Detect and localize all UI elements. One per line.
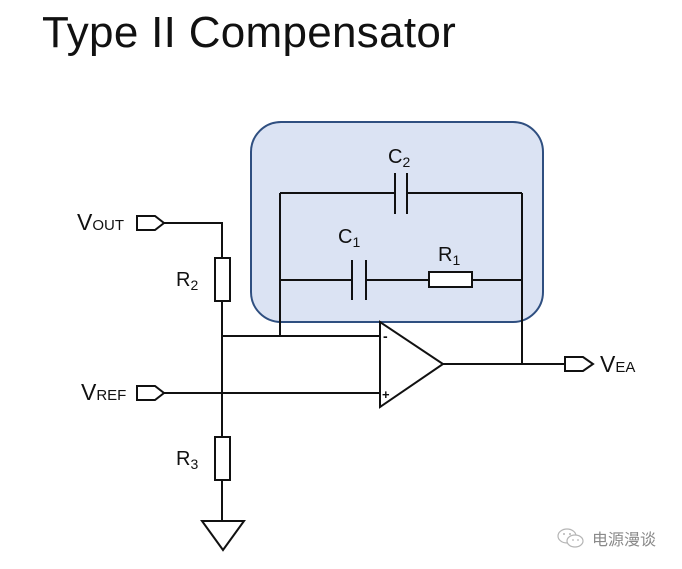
label-r1: R1 — [438, 244, 460, 268]
port-vref — [136, 385, 166, 401]
watermark: 电源漫谈 — [556, 526, 656, 550]
opamp-minus-sign: - — [383, 328, 388, 344]
label-r2: R2 — [176, 269, 198, 293]
label-c1: C1 — [338, 226, 360, 250]
wechat-icon — [557, 528, 584, 548]
opamp — [379, 320, 445, 409]
label-vref: VREF — [81, 379, 126, 405]
resistor-r2 — [214, 257, 231, 302]
resistor-r1 — [428, 271, 473, 288]
port-vea — [564, 356, 595, 372]
resistor-r3 — [214, 436, 231, 481]
label-vout: VOUT — [77, 209, 124, 235]
label-vea: VEA — [600, 351, 635, 377]
label-r3: R3 — [176, 448, 198, 472]
label-c2: C2 — [388, 146, 410, 170]
ground-symbol — [200, 520, 246, 552]
page-title: Type II Compensator — [42, 8, 457, 57]
wire-vout — [164, 222, 223, 258]
port-vout — [136, 215, 166, 231]
opamp-plus-sign: + — [382, 387, 390, 402]
watermark-text: 电源漫谈 — [592, 530, 657, 549]
